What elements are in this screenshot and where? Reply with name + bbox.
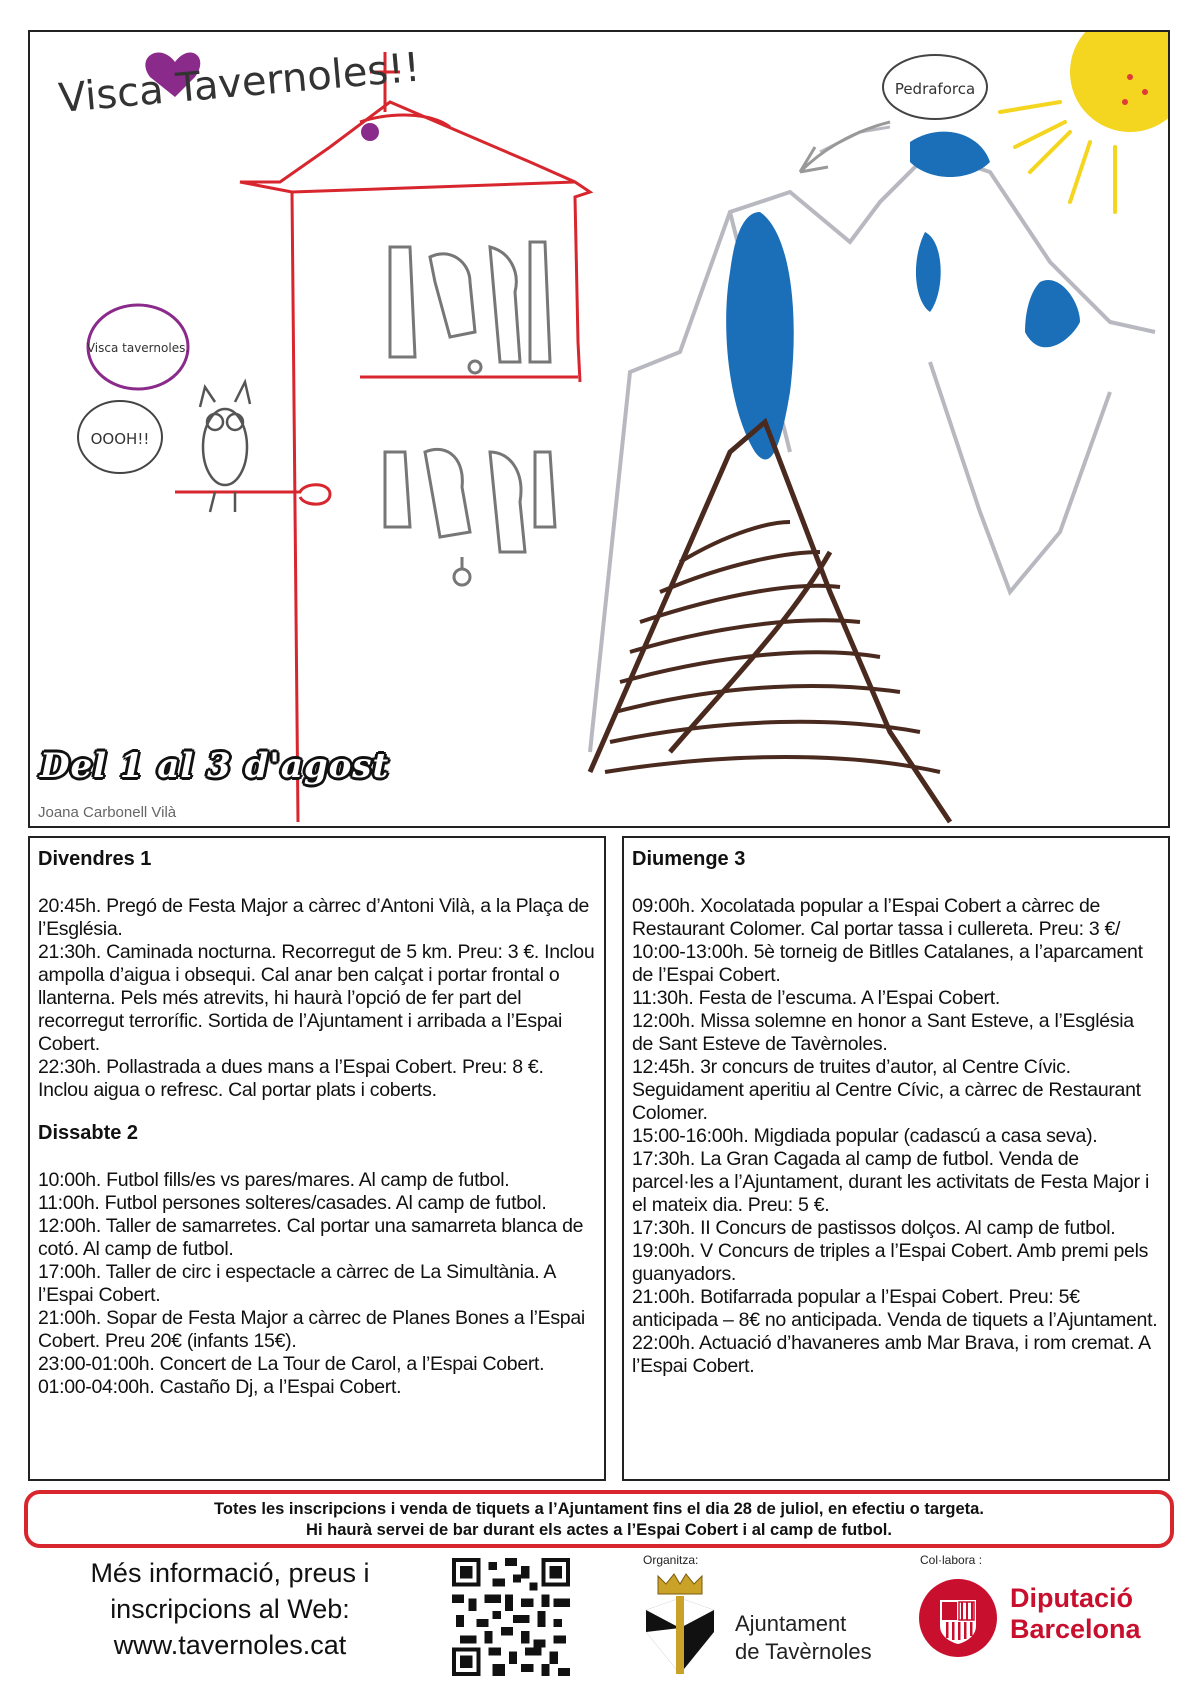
- event-item: 10:00-13:00h. 5è torneig de Bitlles Cata…: [632, 941, 1143, 986]
- event-item: 10:00h. Futbol fills/es vs pares/mares. …: [38, 1169, 510, 1191]
- ajuntament-line: Ajuntament: [735, 1611, 847, 1636]
- organizer-label: Organitza:: [643, 1553, 699, 1567]
- event-item: 21:00h. Sopar de Festa Major a càrrec de…: [38, 1307, 585, 1352]
- hill-drawing: [587, 417, 953, 824]
- event-item: 22:00h. Actuació d’havaneres amb Mar Bra…: [632, 1332, 1150, 1377]
- event-item: 12:00h. Missa solemne en honor a Sant Es…: [632, 1010, 1134, 1055]
- notice-line: Totes les inscripcions i venda de tiquet…: [214, 1500, 984, 1518]
- drawing-speech-text: OOOH!!: [91, 430, 150, 448]
- event-item: 12:00h. Taller de samarretes. Cal portar…: [38, 1215, 584, 1260]
- event-item: 12:45h. 3r concurs de truites d’autor, a…: [632, 1056, 1141, 1124]
- event-item: 20:45h. Pregó de Festa Major a càrrec d’…: [38, 895, 590, 940]
- heart-drawing: [145, 52, 201, 97]
- collaborator-label: Col·labora :: [920, 1553, 983, 1567]
- event-item: 23:00-01:00h. Concert de La Tour de Caro…: [38, 1353, 545, 1375]
- event-item: 09:00h. Xocolatada popular a l’Espai Cob…: [632, 895, 1121, 940]
- poster-drawing: Visca Tavernoles!! Pedraforca Visca tave…: [28, 30, 1170, 828]
- speech-bubble-owl: Visca tavernoles.: [86, 303, 190, 391]
- more-info: Més informació, preus i inscripcions al …: [60, 1555, 400, 1663]
- qr-code-icon[interactable]: [452, 1558, 570, 1676]
- event-item: 11:30h. Festa de l’escuma. A l’Espai Cob…: [632, 987, 1000, 1009]
- speech-bubble-main: Visca Tavernoles!!: [57, 45, 422, 122]
- more-info-line: Més informació, preus i: [90, 1558, 370, 1588]
- arrow-drawing: [798, 120, 891, 174]
- diputacio-barcelona-logo-icon: [919, 1579, 997, 1657]
- notice-line: Hi haurà servei de bar durant els actes …: [306, 1521, 892, 1539]
- drawing-speech-text: Pedraforca: [895, 80, 975, 98]
- diputacio-line: Barcelona: [1010, 1614, 1141, 1644]
- diputacio-line: Diputació: [1010, 1583, 1134, 1613]
- owl-drawing: [198, 378, 252, 513]
- schedule-right-column: Diumenge 3 09:00h. Xocolatada popular a …: [622, 836, 1170, 1481]
- day-title-friday: Divendres 1: [38, 848, 152, 870]
- diputacio-name: Diputació Barcelona: [1010, 1583, 1141, 1645]
- event-item: 17:30h. La Gran Cagada al camp de futbol…: [632, 1148, 1149, 1216]
- event-item: 17:00h. Taller de circ i espectacle a cà…: [38, 1261, 555, 1306]
- child-drawing-illustration: Visca Tavernoles!! Pedraforca Visca tave…: [57, 32, 1168, 824]
- event-item: 15:00-16:00h. Migdiada popular (cadascú …: [632, 1125, 1098, 1147]
- mountain-blue-patches: [726, 131, 1080, 460]
- drawing-speech-text: Visca Tavernoles!!: [57, 45, 422, 122]
- day-title-saturday: Dissabte 2: [38, 1122, 139, 1144]
- speech-bubble-small: OOOH!!: [77, 400, 163, 474]
- event-item: 17:30h. II Concurs de pastissos dolços. …: [632, 1217, 1116, 1239]
- more-info-line: inscripcions al Web:: [110, 1594, 350, 1624]
- ajuntament-name: Ajuntament de Tavèrnoles: [735, 1610, 872, 1666]
- tavernoles-coat-of-arms-icon: [646, 1573, 714, 1674]
- website-link[interactable]: www.tavernoles.cat: [113, 1630, 347, 1660]
- bell-drawings: [383, 240, 557, 587]
- registration-notice: Totes les inscripcions i venda de tiquet…: [24, 1490, 1174, 1548]
- day-title-sunday: Diumenge 3: [632, 848, 746, 870]
- flower-drawing: [361, 123, 379, 141]
- drawing-speech-text: Visca tavernoles.: [87, 341, 189, 355]
- event-item: 21:00h. Botifarrada popular a l’Espai Co…: [632, 1286, 1158, 1331]
- festival-dates: Del 1 al 3 d'agost: [40, 746, 390, 786]
- ajuntament-line: de Tavèrnoles: [735, 1639, 872, 1664]
- bell-tower-drawing: [175, 52, 594, 823]
- schedule-left-column: Divendres 1 20:45h. Pregó de Festa Major…: [28, 836, 606, 1481]
- sun-drawing: [998, 32, 1168, 214]
- event-item: 21:30h. Caminada nocturna. Recorregut de…: [38, 941, 595, 1055]
- event-item: 01:00-04:00h. Castaño Dj, a l’Espai Cobe…: [38, 1376, 402, 1398]
- artist-credit: Joana Carbonell Vilà: [38, 804, 177, 821]
- event-item: 11:00h. Futbol persones solteres/casades…: [38, 1192, 547, 1214]
- event-item: 22:30h. Pollastrada a dues mans a l’Espa…: [38, 1056, 544, 1101]
- mountain-outline: [588, 125, 1156, 753]
- event-item: 19:00h. V Concurs de triples a l’Espai C…: [632, 1240, 1149, 1285]
- speech-bubble-mountain: Pedraforca: [882, 54, 988, 120]
